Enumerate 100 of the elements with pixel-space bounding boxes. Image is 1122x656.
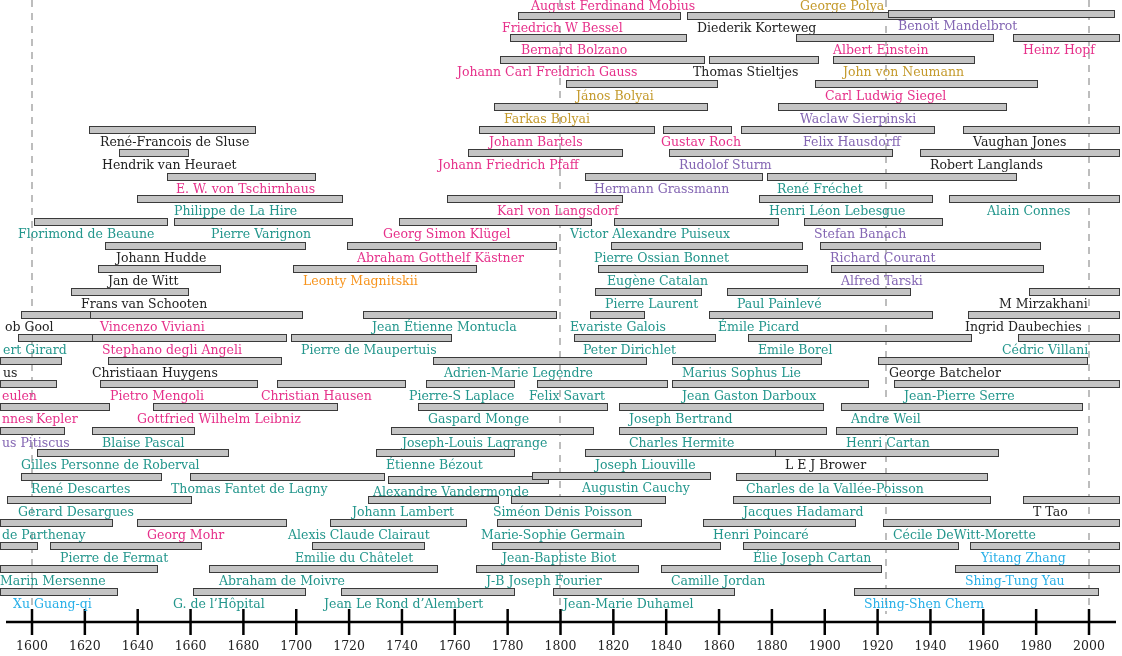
- year-label: 1940: [914, 639, 947, 653]
- mathematician-name: E. W. von Tschirnhaus: [176, 182, 316, 195]
- mathematician-name: us: [3, 366, 18, 379]
- year-label: 1840: [650, 639, 683, 653]
- mathematician-name: Emile Borel: [758, 343, 833, 356]
- mathematician-name: Florimond de Beaune: [18, 227, 155, 240]
- mathematician-name: Farkas Bolyai: [504, 112, 590, 125]
- mathematician-name: Yitang Zhang: [981, 551, 1066, 564]
- year-label: 1760: [438, 639, 471, 653]
- mathematician-name: T Tao: [1033, 505, 1068, 518]
- mathematician-name: János Bolyai: [576, 89, 654, 102]
- year-label: 1680: [227, 639, 260, 653]
- year-label: 2000: [1073, 639, 1105, 653]
- mathematician-name: Jean-Pierre Serre: [904, 389, 1015, 402]
- mathematician-name: Émile Picard: [718, 320, 800, 333]
- mathematician-name: Frans van Schooten: [81, 297, 208, 310]
- mathematician-name: Christiaan Huygens: [92, 366, 218, 379]
- mathematician-name: Étienne Bézout: [386, 458, 483, 471]
- mathematician-name: Blaise Pascal: [102, 436, 185, 449]
- mathematician-name: Élie Joseph Cartan: [753, 551, 872, 564]
- mathematician-name: Jean Étienne Montucla: [372, 320, 517, 333]
- mathematician-name: Augustin Cauchy: [582, 481, 690, 494]
- mathematician-name: Charles de la Vallée-Poisson: [746, 482, 924, 495]
- mathematician-name: Shiing-Shen Chern: [864, 597, 984, 610]
- mathematician-name: Felix Savart: [529, 389, 605, 402]
- mathematician-name: Joseph Bertrand: [629, 412, 733, 425]
- mathematician-name: Diederik Korteweg: [697, 21, 817, 34]
- mathematician-name: Ingrid Daubechies: [965, 320, 1082, 333]
- mathematician-name: Alain Connes: [987, 204, 1071, 217]
- mathematician-name: Adrien-Marie Legendre: [444, 366, 593, 379]
- year-label: 1800: [544, 639, 577, 653]
- mathematician-name: Abraham de Moivre: [219, 574, 345, 587]
- mathematician-name: L E J Brower: [785, 458, 867, 471]
- year-label: 1740: [386, 639, 418, 653]
- mathematician-name: Robert Langlands: [930, 158, 1044, 171]
- mathematician-name: Pietro Mengoli: [110, 389, 205, 402]
- mathematician-name: G. de l’Hôpital: [173, 597, 265, 610]
- year-label: 1880: [756, 639, 788, 653]
- mathematician-name: Johann Friedrich Pfaff: [438, 158, 579, 171]
- mathematician-name: Leonty Magnitskii: [303, 274, 418, 287]
- mathematician-name: de Parthenay: [2, 528, 86, 541]
- year-label: 1600: [16, 639, 48, 653]
- mathematician-name: Joseph-Louis Lagrange: [402, 436, 548, 449]
- mathematician-name: Jacques Hadamard: [743, 505, 864, 518]
- mathematician-name: Felix Hausdorff: [803, 135, 901, 148]
- mathematician-name: Eugène Catalan: [607, 274, 708, 287]
- year-label: 1700: [280, 639, 313, 653]
- mathematician-name: Marie-Sophie Germain: [481, 528, 626, 541]
- mathematician-name: Vaughan Jones: [973, 135, 1067, 148]
- mathematician-name: Paul Painlevé: [737, 297, 822, 310]
- mathematician-name: Johann Bartels: [489, 135, 583, 148]
- mathematician-name: Gottfried Wilhelm Leibniz: [137, 412, 301, 425]
- mathematician-name: ert Girard: [3, 343, 67, 356]
- mathematician-name: Cécile DeWitt-Morette: [893, 528, 1036, 541]
- mathematician-name: George Polya: [800, 0, 885, 12]
- year-label: 1780: [491, 639, 524, 653]
- mathematician-name: Alfred Tarski: [841, 274, 923, 287]
- mathematician-name: Stefan Banach: [814, 227, 907, 240]
- mathematician-name: Gaspard Monge: [428, 412, 530, 425]
- mathematician-name: Pierre-S Laplace: [409, 389, 515, 402]
- mathematician-name: Jean Le Rond d’Alembert: [324, 597, 484, 610]
- mathematician-name: Pierre Varignon: [211, 227, 312, 240]
- mathematician-name: George Batchelor: [889, 366, 1001, 379]
- mathematician-name: Camille Jordan: [671, 574, 766, 587]
- mathematician-name: René Descartes: [31, 482, 131, 495]
- mathematician-name: Johann Lambert: [352, 505, 455, 518]
- mathematician-name: Gustav Roch: [661, 135, 741, 148]
- mathematician-name: Alexandre Vandermonde: [373, 485, 529, 498]
- mathematician-name: René-Francois de Sluse: [100, 135, 250, 148]
- mathematician-name: Jean Gaston Darboux: [682, 389, 817, 402]
- year-label: 1960: [967, 639, 1000, 653]
- mathematician-name: Pierre de Maupertuis: [301, 343, 437, 356]
- mathematician-name: Peter Dirichlet: [583, 343, 677, 356]
- mathematician-name: Alexis Claude Clairaut: [288, 528, 430, 541]
- mathematician-name: eulen: [2, 389, 37, 402]
- mathematician-name: Heinz Hopf: [1023, 43, 1095, 56]
- mathematician-name: Henri Cartan: [846, 436, 930, 449]
- year-label: 1620: [68, 639, 101, 653]
- year-label: 1900: [808, 639, 841, 653]
- mathematician-name: Thomas Fantet de Lagny: [171, 482, 328, 495]
- mathematician-name: John von Neumann: [843, 65, 964, 78]
- mathematician-name: Bernard Bolzano: [521, 43, 628, 56]
- mathematician-name: Johann Hudde: [116, 251, 207, 264]
- mathematician-name: Andre Weil: [851, 412, 921, 425]
- mathematician-name: Carl Ludwig Siegel: [825, 89, 947, 102]
- mathematician-name: August Ferdinand Mobius: [531, 0, 696, 12]
- mathematician-name: Pierre de Fermat: [60, 551, 169, 564]
- mathematician-name: Henri Poincaré: [713, 528, 809, 541]
- year-label: 1640: [121, 639, 154, 653]
- mathematician-name: Rudolof Sturm: [679, 158, 772, 171]
- mathematician-name: nnes Kepler: [2, 412, 78, 425]
- mathematician-name: Benoit Mandelbrot: [898, 19, 1018, 32]
- mathematician-name: Emilie du Châtelet: [295, 551, 414, 564]
- mathematician-name: Georg Simon Klügel: [383, 227, 511, 240]
- mathematician-name: Henri Léon Lebesgue: [769, 204, 906, 217]
- mathematician-name: Christian Hausen: [261, 389, 372, 402]
- year-label: 1980: [1020, 639, 1053, 653]
- year-label: 1920: [861, 639, 894, 653]
- year-label: 1720: [333, 639, 365, 653]
- mathematician-name: Friedrich W Bessel: [502, 21, 623, 34]
